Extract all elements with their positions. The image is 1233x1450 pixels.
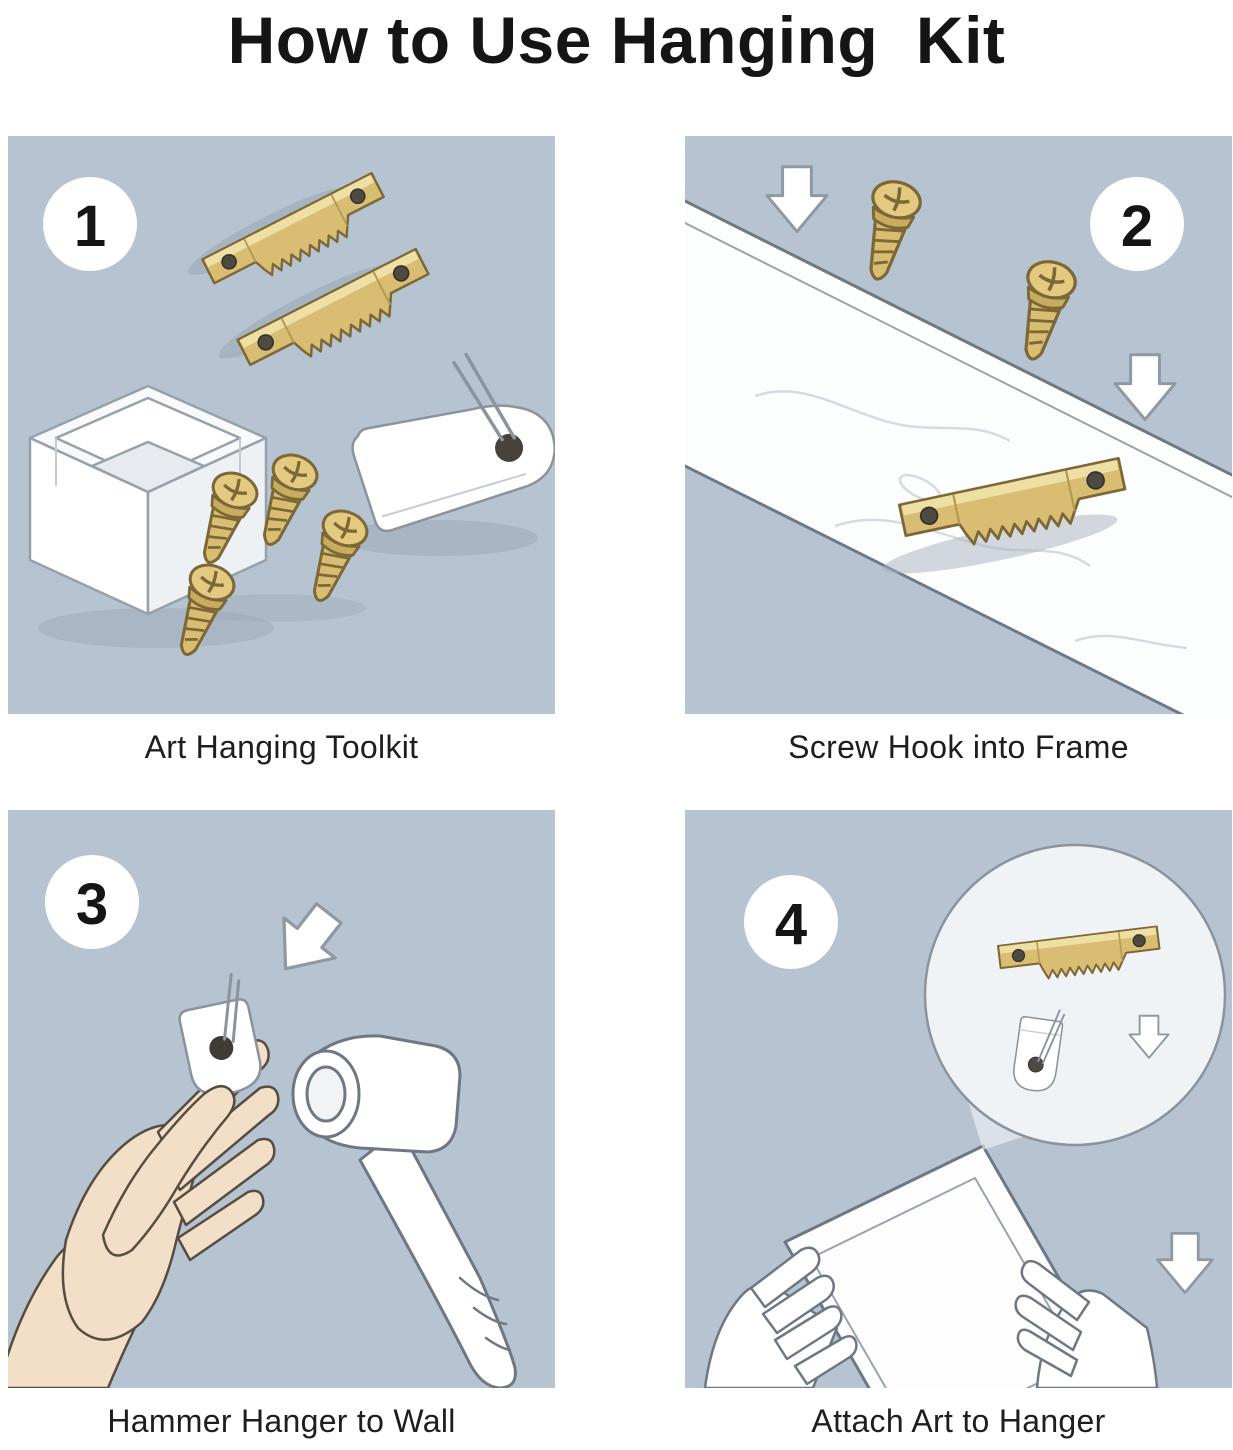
step-4-illustration: 4 [703, 843, 1227, 1388]
wood-frame-illustration [685, 199, 1232, 714]
step-1-caption: Art Hanging Toolkit [144, 729, 419, 765]
step-number-badge: 2 [1090, 177, 1184, 271]
step-3-illustration: 3 [8, 855, 517, 1388]
step-1: 1 Art Hanging Toolkit [8, 136, 555, 770]
step-2: 2 Screw Hook into Frame [685, 136, 1232, 770]
down-arrow-icon [258, 891, 357, 991]
page-title: How to Use Hanging Kit [227, 3, 1006, 77]
step-3-panel: 3 [8, 810, 555, 1388]
thumb [101, 1085, 236, 1257]
wall-hook-illustration [178, 972, 262, 1096]
screw-icon [1006, 255, 1081, 367]
svg-text:2: 2 [1121, 194, 1153, 259]
step-2-caption: Screw Hook into Frame [788, 729, 1129, 765]
hands-illustration [703, 1246, 1159, 1388]
steps-grid: 1 Art Hanging Toolkit [0, 136, 1233, 1444]
step-2-panel: 2 [685, 136, 1232, 714]
step-1-panel: 1 [8, 136, 555, 714]
step-4-caption: Attach Art to Hanger [811, 1403, 1106, 1439]
step-2-illustration: 2 [685, 165, 1232, 714]
step-number-badge: 4 [744, 875, 838, 969]
hammer-illustration [291, 1034, 517, 1388]
wall-hook-illustration [351, 352, 555, 533]
screw-icon [851, 175, 926, 287]
down-arrow-icon [765, 165, 829, 234]
svg-text:4: 4 [775, 892, 807, 957]
step-1-illustration: 1 [28, 172, 555, 664]
svg-text:1: 1 [74, 194, 106, 259]
step-3: 3 Hammer Hanger to Wall [8, 810, 555, 1444]
step-4: 4 Attach Art to Hanger [685, 810, 1232, 1444]
screw-icon [296, 503, 374, 610]
step-number-badge: 3 [45, 855, 139, 949]
hanger-shadow [882, 514, 1118, 574]
step-3-caption: Hammer Hanger to Wall [107, 1403, 456, 1439]
hand-illustration [8, 972, 280, 1388]
down-arrow-icon [1156, 1232, 1214, 1295]
svg-text:3: 3 [76, 872, 108, 937]
step-number-badge: 1 [43, 177, 137, 271]
step-4-panel: 4 [685, 810, 1232, 1388]
magnifier-circle [923, 843, 1227, 1147]
down-arrow-icon [1113, 353, 1177, 422]
